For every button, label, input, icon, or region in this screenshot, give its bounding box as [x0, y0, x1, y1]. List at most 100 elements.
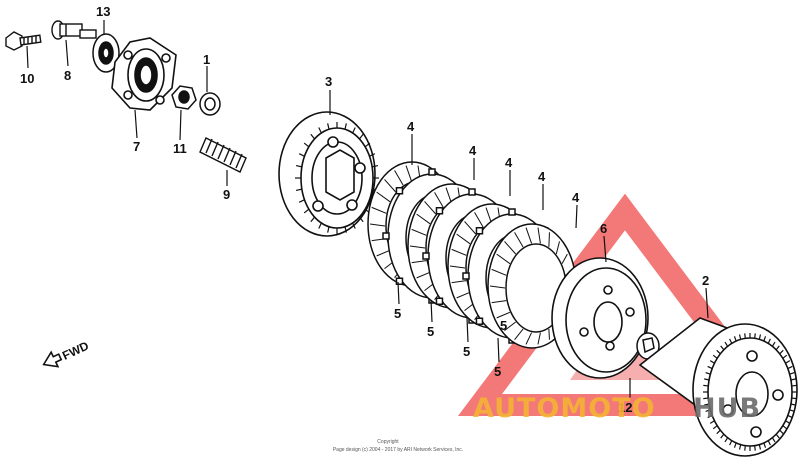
gear-tooth — [775, 345, 780, 351]
gear-tooth — [371, 164, 379, 168]
gear-tooth — [744, 333, 746, 339]
gear-tooth — [763, 336, 767, 342]
gear-tooth — [712, 354, 718, 359]
callout-8: 8 — [64, 68, 71, 83]
gear-tooth — [344, 123, 347, 130]
gear-tooth — [738, 444, 742, 450]
gear-tooth — [705, 409, 711, 413]
gear-tooth — [771, 341, 776, 347]
watermark-text-right: HUB — [693, 393, 761, 424]
gear-tooth — [318, 222, 322, 229]
gear-tooth — [733, 442, 737, 448]
pressure-plate-part — [278, 111, 379, 237]
gear-tooth — [787, 365, 793, 370]
gear-tooth — [758, 334, 762, 340]
gear-tooth — [744, 445, 746, 451]
callout-4e: 4 — [572, 190, 580, 205]
gear-tooth — [327, 123, 330, 130]
watermark-text-left: AUTOMOTO — [473, 393, 656, 424]
copyright-notice: Page design (c) 2004 - 2017 by ARI Netwo… — [333, 447, 463, 453]
gear-tooth — [298, 153, 305, 157]
gear-tooth — [298, 199, 305, 203]
fwd-label: FWD — [60, 338, 91, 362]
gear-tooth — [303, 142, 310, 148]
callout-5a: 5 — [394, 306, 401, 321]
gear-tooth — [787, 414, 793, 419]
callout-5c: 5 — [463, 344, 470, 359]
gear-tooth — [790, 403, 796, 406]
gear-tooth — [712, 425, 718, 430]
gear-tooth — [352, 222, 356, 229]
gear-tooth — [785, 420, 791, 424]
gear-tooth — [790, 378, 796, 381]
callout-4c: 4 — [505, 155, 513, 170]
callout-4d: 4 — [538, 169, 546, 184]
callout-5d: 5 — [494, 364, 501, 379]
gear-tooth — [724, 341, 729, 347]
gear-tooth — [791, 384, 797, 387]
clutch-plate-part — [551, 257, 649, 379]
leader-lines — [26, 20, 709, 398]
copyright-title: Copyright — [377, 439, 399, 445]
washer-part — [199, 92, 221, 116]
collar-part — [636, 332, 660, 360]
gear-tooth — [327, 226, 330, 233]
gear-tooth — [295, 188, 303, 192]
gear-tooth — [716, 429, 721, 435]
gear-tooth — [738, 334, 742, 340]
watermark-text: AUTOMOTO HUB — [473, 393, 761, 424]
gear-tooth — [782, 425, 788, 430]
clutch-outer-part — [638, 317, 798, 457]
gear-tooth — [703, 384, 709, 387]
gear-tooth — [763, 442, 767, 448]
gear-tooth — [303, 208, 310, 214]
gear-tooth — [709, 360, 715, 364]
gear-tooth — [369, 153, 376, 157]
callout-12: 12 — [618, 400, 632, 415]
lifter-plate-part — [111, 37, 177, 111]
callout-4a: 4 — [407, 119, 415, 134]
gear-tooth — [720, 345, 725, 351]
callout-1: 1 — [203, 52, 210, 67]
callout-3: 3 — [325, 74, 332, 89]
gear-tooth — [782, 354, 788, 359]
callout-5e: 5 — [500, 318, 507, 333]
gear-tooth — [767, 338, 771, 344]
gear-tooth — [729, 440, 733, 446]
bolt-part — [5, 31, 42, 51]
gear-tooth — [767, 440, 771, 446]
gear-tooth — [344, 226, 347, 233]
gear-tooth — [352, 127, 356, 134]
bearing-part — [92, 33, 120, 73]
gear-tooth — [707, 414, 713, 419]
clutch-spring-part — [199, 137, 247, 173]
callout-11: 11 — [173, 141, 187, 156]
gear-tooth — [729, 338, 733, 344]
nut-part — [171, 85, 197, 110]
gear-tooth — [358, 216, 364, 223]
callout-9: 9 — [223, 187, 230, 202]
gear-tooth — [318, 127, 322, 134]
gear-tooth — [709, 420, 715, 424]
gear-tooth — [310, 133, 316, 140]
gear-tooth — [364, 142, 371, 148]
callout-4b: 4 — [469, 143, 477, 158]
gear-tooth — [789, 371, 795, 375]
callout-10: 10 — [20, 71, 34, 86]
gear-tooth — [704, 403, 710, 406]
stud-bolt-part — [51, 20, 97, 40]
gear-tooth — [720, 433, 725, 439]
gear-tooth — [779, 349, 784, 355]
fwd-indicator: FWD — [42, 338, 91, 368]
gear-tooth — [724, 437, 729, 443]
gear-tooth — [358, 133, 364, 140]
callout-6: 6 — [600, 221, 607, 236]
callout-13: 13 — [96, 4, 110, 19]
callout-2: 2 — [702, 273, 709, 288]
gear-tooth — [754, 445, 756, 451]
gear-tooth — [295, 164, 303, 168]
gear-tooth — [771, 437, 776, 443]
gear-tooth — [703, 397, 709, 400]
gear-tooth — [733, 336, 737, 342]
